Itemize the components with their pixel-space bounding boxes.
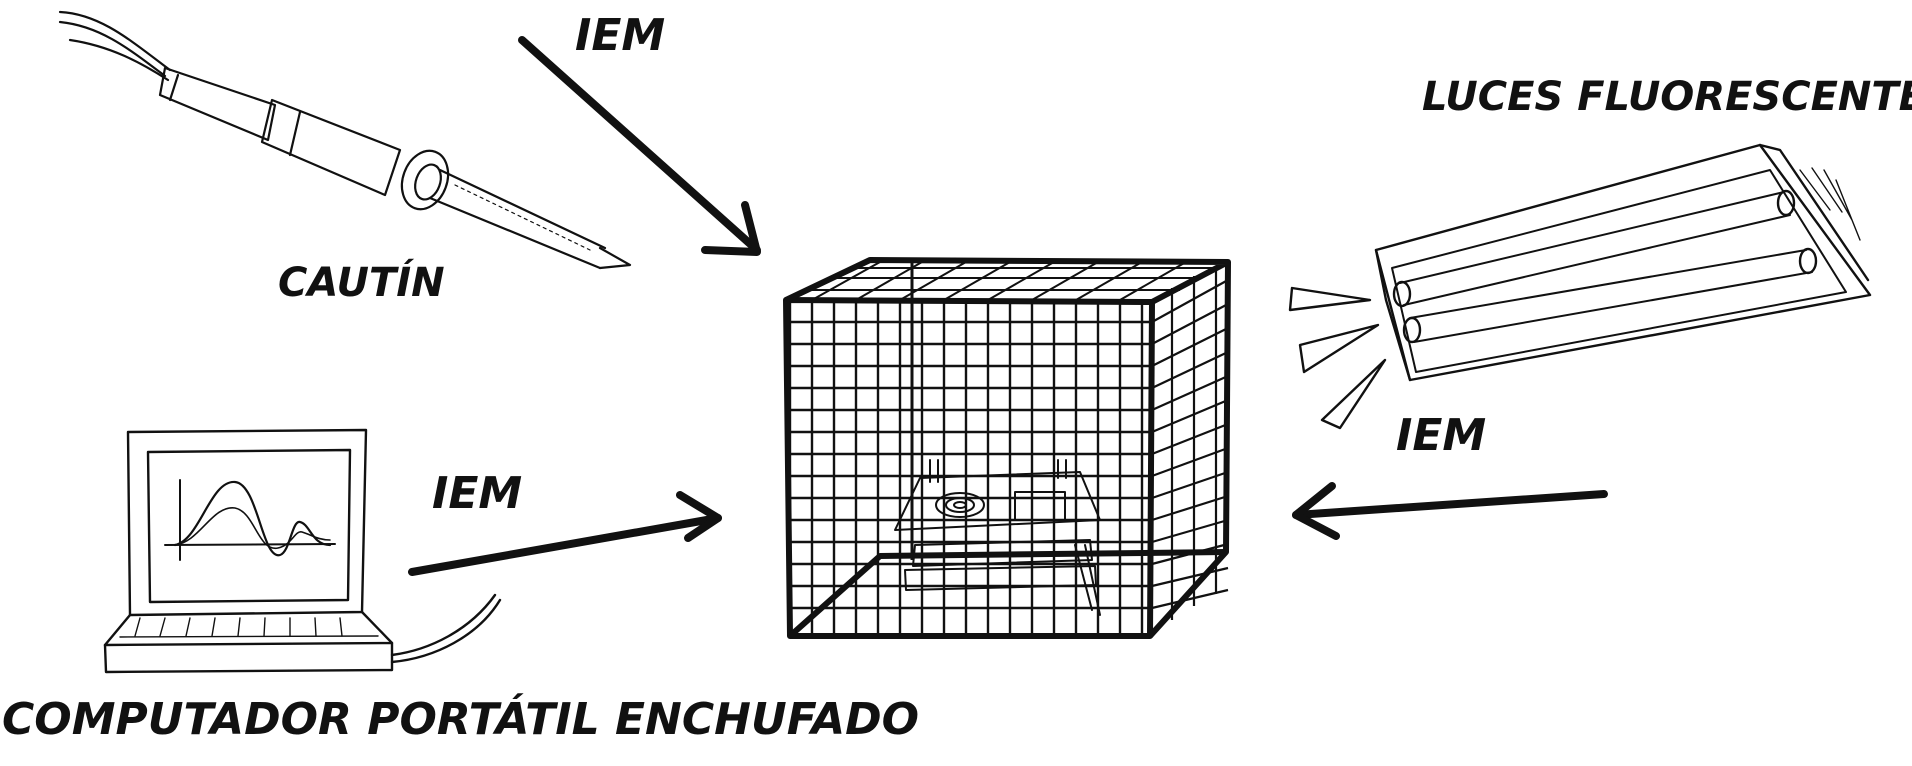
laptop-icon bbox=[103, 428, 502, 674]
soldering-iron-label: CAUTÍN bbox=[278, 258, 445, 306]
fluorescent-lamp-icon bbox=[1288, 143, 1872, 430]
emi-arrow-left-head bbox=[676, 491, 722, 542]
emi-arrow-top bbox=[518, 36, 761, 254]
emi-arrow-top-head bbox=[701, 201, 761, 256]
emi-arrow-right bbox=[1292, 490, 1608, 519]
emi-left-label: IEM bbox=[432, 468, 522, 519]
faraday-cage-icon bbox=[783, 257, 1231, 639]
soldering-iron-icon bbox=[58, 10, 632, 270]
fluorescent-lights-label: LUCES FLUORESCENTES bbox=[1422, 74, 1912, 120]
emi-arrow-left bbox=[408, 514, 722, 576]
emi-right-label: IEM bbox=[1396, 410, 1486, 461]
emi-arrow-right-head bbox=[1292, 482, 1340, 540]
laptop-label: COMPUTADOR PORTÁTIL ENCHUFADO bbox=[2, 692, 919, 745]
emi-top-label: IEM bbox=[575, 10, 665, 61]
